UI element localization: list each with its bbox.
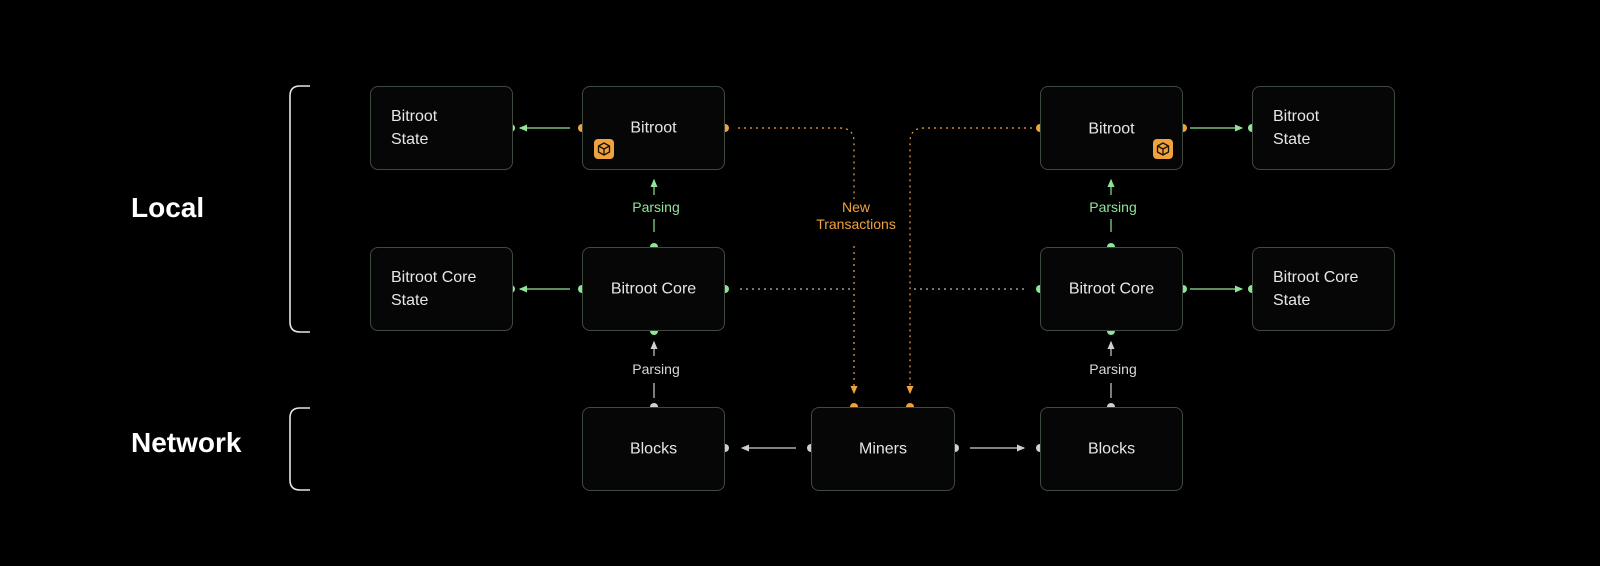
left-core-state-node: Bitroot Core State — [370, 247, 513, 331]
left-bitroot-node: Bitroot — [582, 86, 725, 170]
node-label: Bitroot Core State — [1273, 269, 1359, 309]
node-label: Miners — [858, 440, 907, 458]
network-bracket — [289, 407, 310, 491]
left-core-node: Bitroot Core — [582, 247, 725, 331]
node-label: Bitroot State — [1273, 108, 1320, 148]
edge-right-bitroot-to-miners — [906, 127, 1032, 395]
node-label: Blocks — [1087, 440, 1136, 458]
new-transactions-label: New Transactions — [804, 199, 908, 233]
local-label: Local — [131, 192, 205, 223]
node-label: Bitroot State — [391, 108, 438, 148]
miners-node: Miners — [811, 407, 955, 491]
network-label: Network — [131, 427, 242, 458]
left-bitroot-state-node: Bitroot State — [370, 86, 513, 170]
local-bracket — [289, 85, 310, 333]
right-core-node: Bitroot Core — [1040, 247, 1183, 331]
node-label: Bitroot — [630, 119, 677, 137]
right-parsing-top-label: Parsing — [1083, 199, 1143, 216]
left-parsing-top-label: Parsing — [626, 199, 686, 216]
cube-icon — [1153, 139, 1173, 159]
left-parsing-bottom-label: Parsing — [626, 361, 686, 378]
right-parsing-bottom-label: Parsing — [1083, 361, 1143, 378]
node-label: Bitroot Core State — [391, 269, 477, 309]
cube-icon — [594, 139, 614, 159]
node-label: Bitroot Core — [1068, 280, 1155, 298]
right-blocks-node: Blocks — [1040, 407, 1183, 491]
node-label: Bitroot — [1088, 120, 1135, 138]
edge-left-bitroot-to-miners — [738, 127, 855, 200]
node-label: Bitroot Core — [610, 280, 697, 298]
right-core-state-node: Bitroot Core State — [1252, 247, 1395, 331]
left-blocks-node: Blocks — [582, 407, 725, 491]
right-bitroot-state-node: Bitroot State — [1252, 86, 1395, 170]
right-bitroot-node: Bitroot — [1040, 86, 1183, 170]
node-label: Blocks — [629, 440, 678, 458]
